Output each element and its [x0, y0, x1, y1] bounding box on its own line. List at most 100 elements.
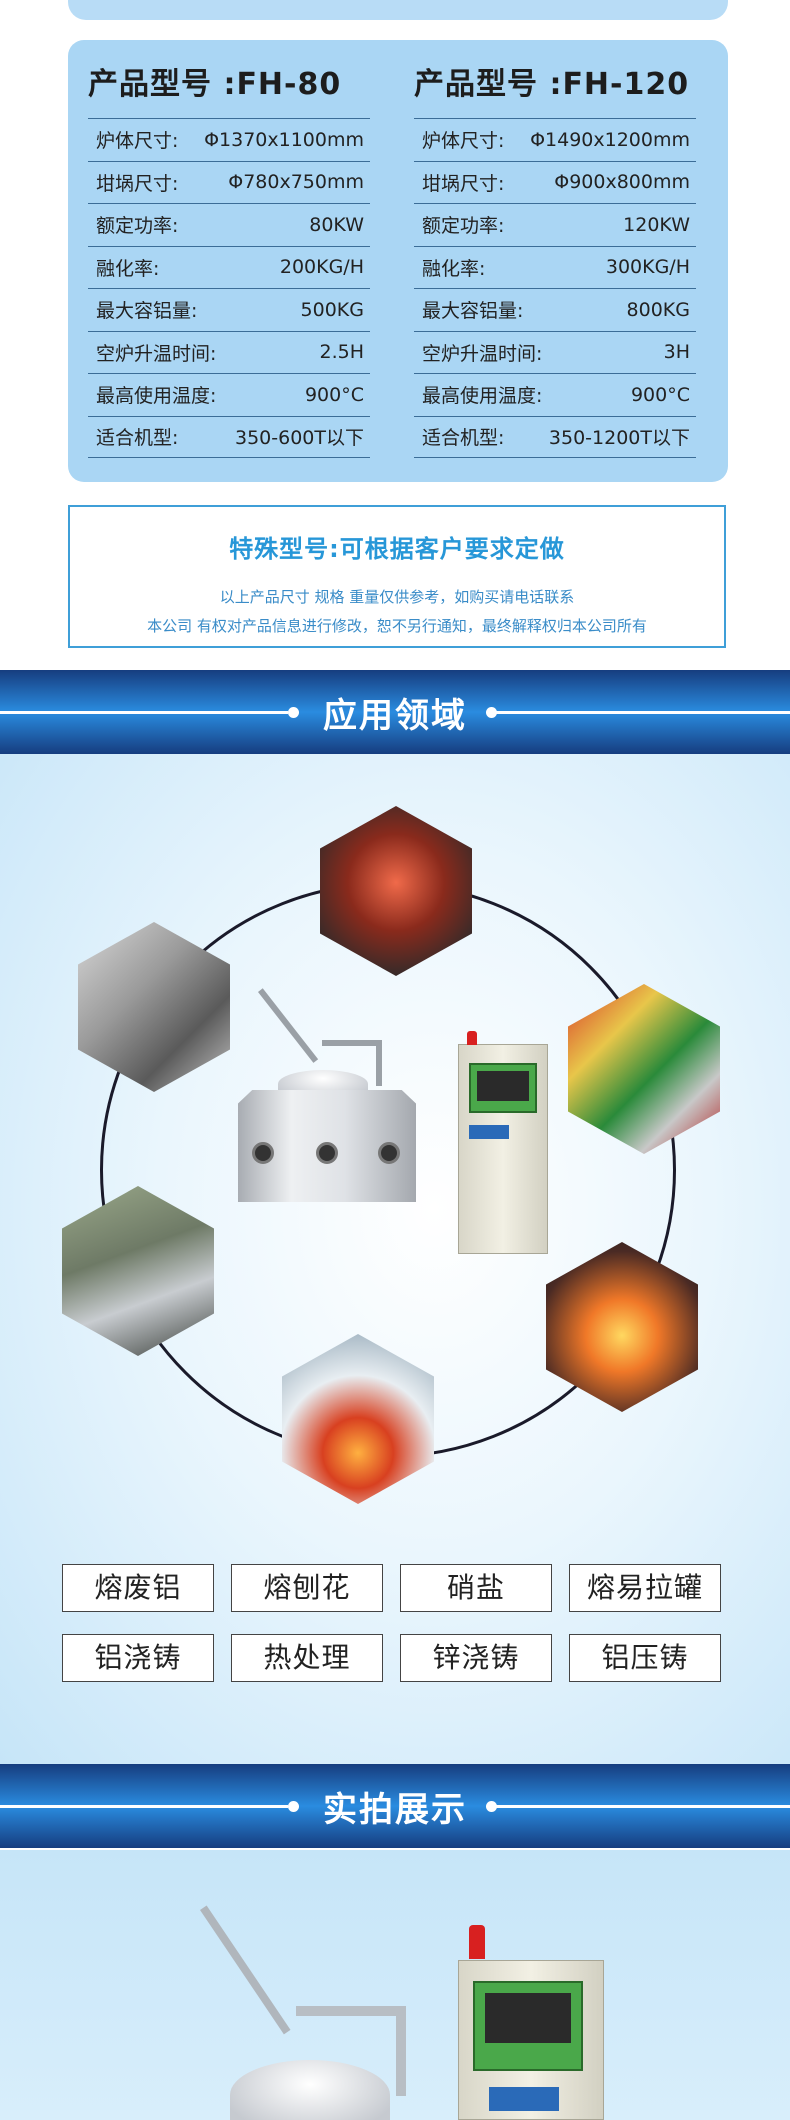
spec-label: 坩埚尺寸:: [422, 172, 505, 195]
spec-label: 融化率:: [422, 257, 486, 280]
application-area: 熔废铝 熔刨花 硝盐 熔易拉罐 铝浇铸 热处理 锌浇铸 铝压铸: [0, 754, 790, 1764]
section-banner-photos: 实拍展示: [0, 1764, 790, 1848]
section-banner-application: 应用领域: [0, 670, 790, 754]
spec-value: 900°C: [630, 383, 690, 406]
spec-row: 最大容铝量: 500KG: [88, 288, 370, 331]
control-panel: [469, 1063, 537, 1113]
spec-row: 坩埚尺寸: Φ900x800mm: [414, 160, 696, 204]
spec-row: 融化率:300KG/H: [414, 245, 696, 289]
spec-value: 2.5H: [319, 341, 364, 364]
spec-value: 800KG: [626, 298, 690, 321]
spec-column-fh120: 产品型号 :FH-120 炉体尺寸: Φ1490x1200mm 坩埚尺寸: Φ900…: [414, 62, 696, 458]
note-title: 特殊型号:可根据客户要求定做: [229, 535, 565, 563]
banner-line: [0, 1805, 288, 1808]
fan-icon: [316, 1142, 338, 1164]
brand-logo: [469, 1125, 509, 1139]
application-item: 熔刨花: [231, 1564, 383, 1612]
spec-title: 产品型号 :FH-120: [414, 67, 690, 102]
furnace-bar: [396, 2006, 406, 2096]
spec-label: 最大容铝量:: [96, 300, 198, 323]
control-screen: [477, 1071, 529, 1101]
furnace-bar: [296, 2006, 406, 2016]
spec-panel: 产品型号 :FH-80 炉体尺寸: Φ1370x1100mm 坩埚尺寸: Φ780x…: [68, 40, 728, 482]
fan-icon: [378, 1142, 400, 1164]
spec-value: Φ1490x1200mm: [530, 128, 690, 151]
spec-column-fh80: 产品型号 :FH-80 炉体尺寸: Φ1370x1100mm 坩埚尺寸: Φ780x…: [88, 62, 370, 458]
spec-row: 最高使用温度:900°C: [88, 373, 370, 416]
warning-lamp: [469, 1925, 485, 1959]
casting-mold-image: [62, 1186, 214, 1356]
spec-value: 80KW: [309, 213, 364, 236]
photo-area: [0, 1850, 790, 2120]
control-cabinet-photo: [458, 1925, 604, 2120]
spec-row: 最大容铝量: 800KG: [414, 288, 696, 331]
spec-value: Φ1370x1100mm: [204, 128, 364, 151]
application-item: 热处理: [231, 1634, 383, 1682]
spec-value: 500KG: [300, 298, 364, 321]
control-cabinet-image: [458, 1031, 548, 1254]
banner-line: [496, 1805, 790, 1808]
spec-row: 空炉升温时间: 3H: [414, 330, 696, 374]
spec-label: 坩埚尺寸:: [96, 172, 179, 195]
banner-dot: [486, 1801, 497, 1812]
banner-dot: [486, 707, 497, 718]
application-item: 铝浇铸: [62, 1634, 214, 1682]
spec-label: 最高使用温度:: [422, 385, 543, 408]
fan-icon: [252, 1142, 274, 1164]
spec-value: Φ900x800mm: [554, 171, 690, 194]
furnace-arm: [258, 988, 319, 1063]
application-item: 熔易拉罐: [569, 1564, 721, 1612]
banner-line: [0, 711, 288, 714]
spec-row: 额定功率:120KW: [414, 203, 696, 246]
section-title: 实拍展示: [323, 1790, 467, 1830]
spec-row: 适合机型: 350-1200T以下: [414, 415, 696, 458]
spec-label: 空炉升温时间:: [96, 342, 217, 365]
spec-label: 最大容铝量:: [422, 300, 524, 323]
spec-label: 适合机型:: [422, 427, 505, 450]
application-item: 铝压铸: [569, 1634, 721, 1682]
spec-label: 炉体尺寸:: [422, 130, 505, 153]
brand-logo: [489, 2087, 559, 2111]
banner-dot: [288, 1801, 299, 1812]
section-title: 应用领域: [323, 696, 467, 736]
spec-label: 适合机型:: [96, 427, 179, 450]
spec-row: 坩埚尺寸: Φ780x750mm: [88, 160, 370, 204]
banner-line: [496, 711, 790, 714]
spec-value: 200KG/H: [279, 256, 364, 279]
note-line: 以上产品尺寸 规格 重量仅供参考，如购买请电话联系: [219, 588, 575, 606]
custom-order-note: 特殊型号:可根据客户要求定做 以上产品尺寸 规格 重量仅供参考，如购买请电话联系…: [68, 505, 726, 648]
furnace-bar: [322, 1040, 382, 1046]
spec-row: 最高使用温度: 900°C: [414, 373, 696, 416]
spec-label: 额定功率:: [422, 215, 505, 238]
spec-label: 空炉升温时间:: [422, 342, 543, 365]
spec-row: 空炉升温时间: 2.5H: [88, 330, 370, 374]
furnace-image: [238, 988, 420, 1222]
spec-value: 350-1200T以下: [548, 427, 690, 450]
banner-dot: [288, 707, 299, 718]
top-panel-edge: [68, 0, 728, 20]
control-screen: [485, 1993, 571, 2043]
spec-value: Φ780x750mm: [228, 171, 364, 194]
spec-row: 融化率: 200KG/H: [88, 245, 370, 289]
furnace-photo: [200, 1905, 440, 2120]
spec-label: 炉体尺寸:: [96, 130, 179, 153]
spec-label: 额定功率:: [96, 215, 179, 238]
spec-row: 额定功率: 80KW: [88, 203, 370, 246]
spec-row: 炉体尺寸: Φ1370x1100mm: [88, 118, 370, 161]
note-line: 本公司 有权对产品信息进行修改，恕不另行通知，最终解释权归本公司所有: [147, 617, 647, 635]
spec-value: 350-600T以下: [235, 427, 364, 450]
spec-row: 适合机型: 350-600T以下: [88, 415, 370, 458]
control-panel: [473, 1981, 583, 2071]
heat-treatment-image: [282, 1334, 434, 1504]
application-item: 熔废铝: [62, 1564, 214, 1612]
spec-label: 最高使用温度:: [96, 385, 217, 408]
application-item: 硝盐: [400, 1564, 552, 1612]
spec-row: 炉体尺寸: Φ1490x1200mm: [414, 118, 696, 161]
pouring-metal-image: [546, 1242, 698, 1412]
spec-label: 融化率:: [96, 257, 160, 280]
furnace-bar: [376, 1040, 382, 1086]
furnace-arm: [200, 1905, 291, 2035]
spec-value: 3H: [663, 341, 690, 364]
furnace-lid: [230, 2060, 390, 2120]
spec-title: 产品型号 :FH-80: [88, 67, 342, 102]
